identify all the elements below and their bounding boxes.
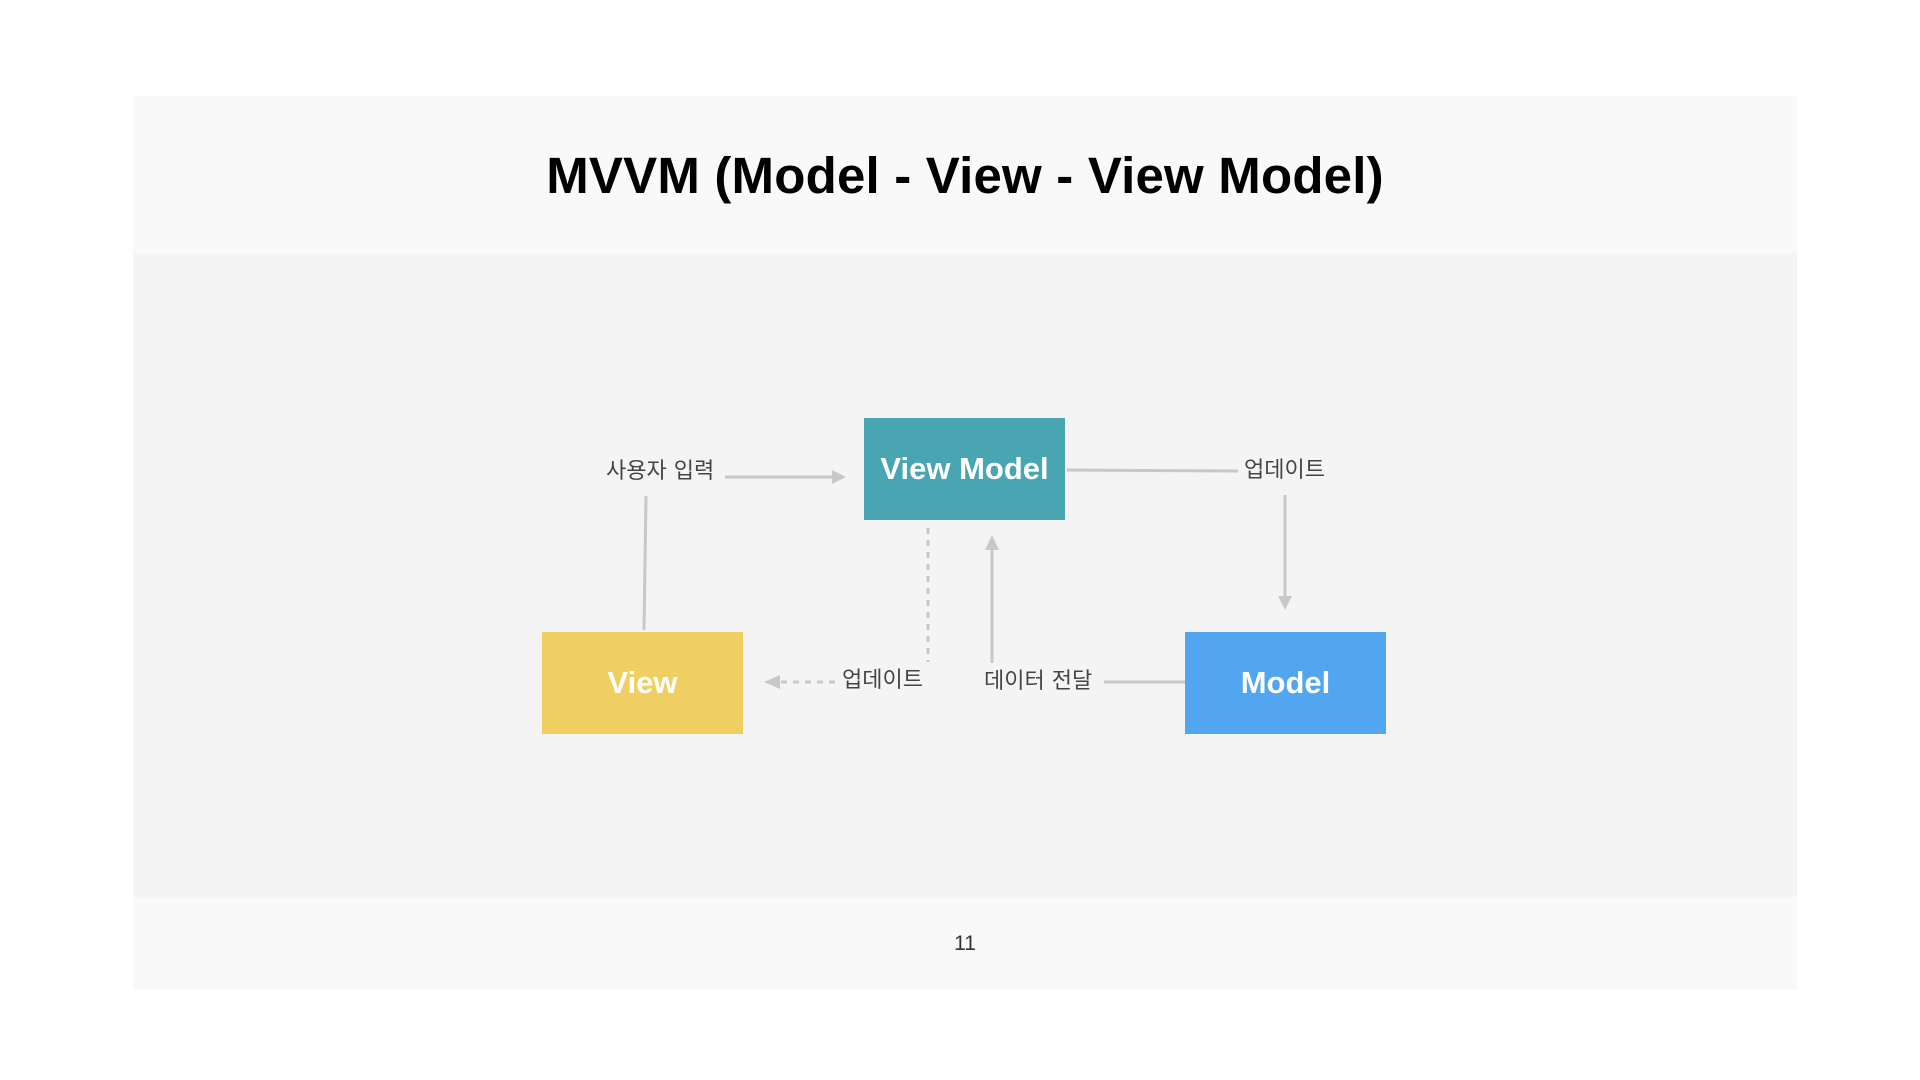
- title-band: MVVM (Model - View - View Model): [133, 96, 1797, 254]
- arrowhead-to-viewmodel: [832, 470, 846, 484]
- update-to-model-label: 업데이트: [1244, 458, 1325, 483]
- data-transfer-label: 데이터 전달: [984, 669, 1093, 694]
- view-model-label: View Model: [880, 451, 1049, 486]
- arrowhead-up-to-viewmodel: [985, 535, 999, 550]
- view-to-user-input-line: [642, 495, 648, 631]
- view-box: View: [542, 632, 743, 734]
- arrowhead-to-model: [1278, 596, 1292, 610]
- viewmodel-to-update-line: [1066, 468, 1239, 473]
- slide: MVVM (Model - View - View Model) 11: [133, 96, 1797, 990]
- content-band: [133, 254, 1797, 897]
- user-input-label: 사용자 입력: [606, 459, 715, 484]
- arrowhead-to-view: [764, 675, 780, 689]
- model-label: Model: [1240, 665, 1331, 700]
- update-to-view-label: 업데이트: [842, 668, 923, 693]
- page-number: 11: [954, 931, 976, 955]
- model-box: Model: [1185, 632, 1386, 734]
- footer-band: 11: [133, 897, 1797, 990]
- view-model-box: View Model: [864, 418, 1065, 520]
- view-label: View: [607, 665, 678, 700]
- slide-title: MVVM (Model - View - View Model): [546, 146, 1384, 204]
